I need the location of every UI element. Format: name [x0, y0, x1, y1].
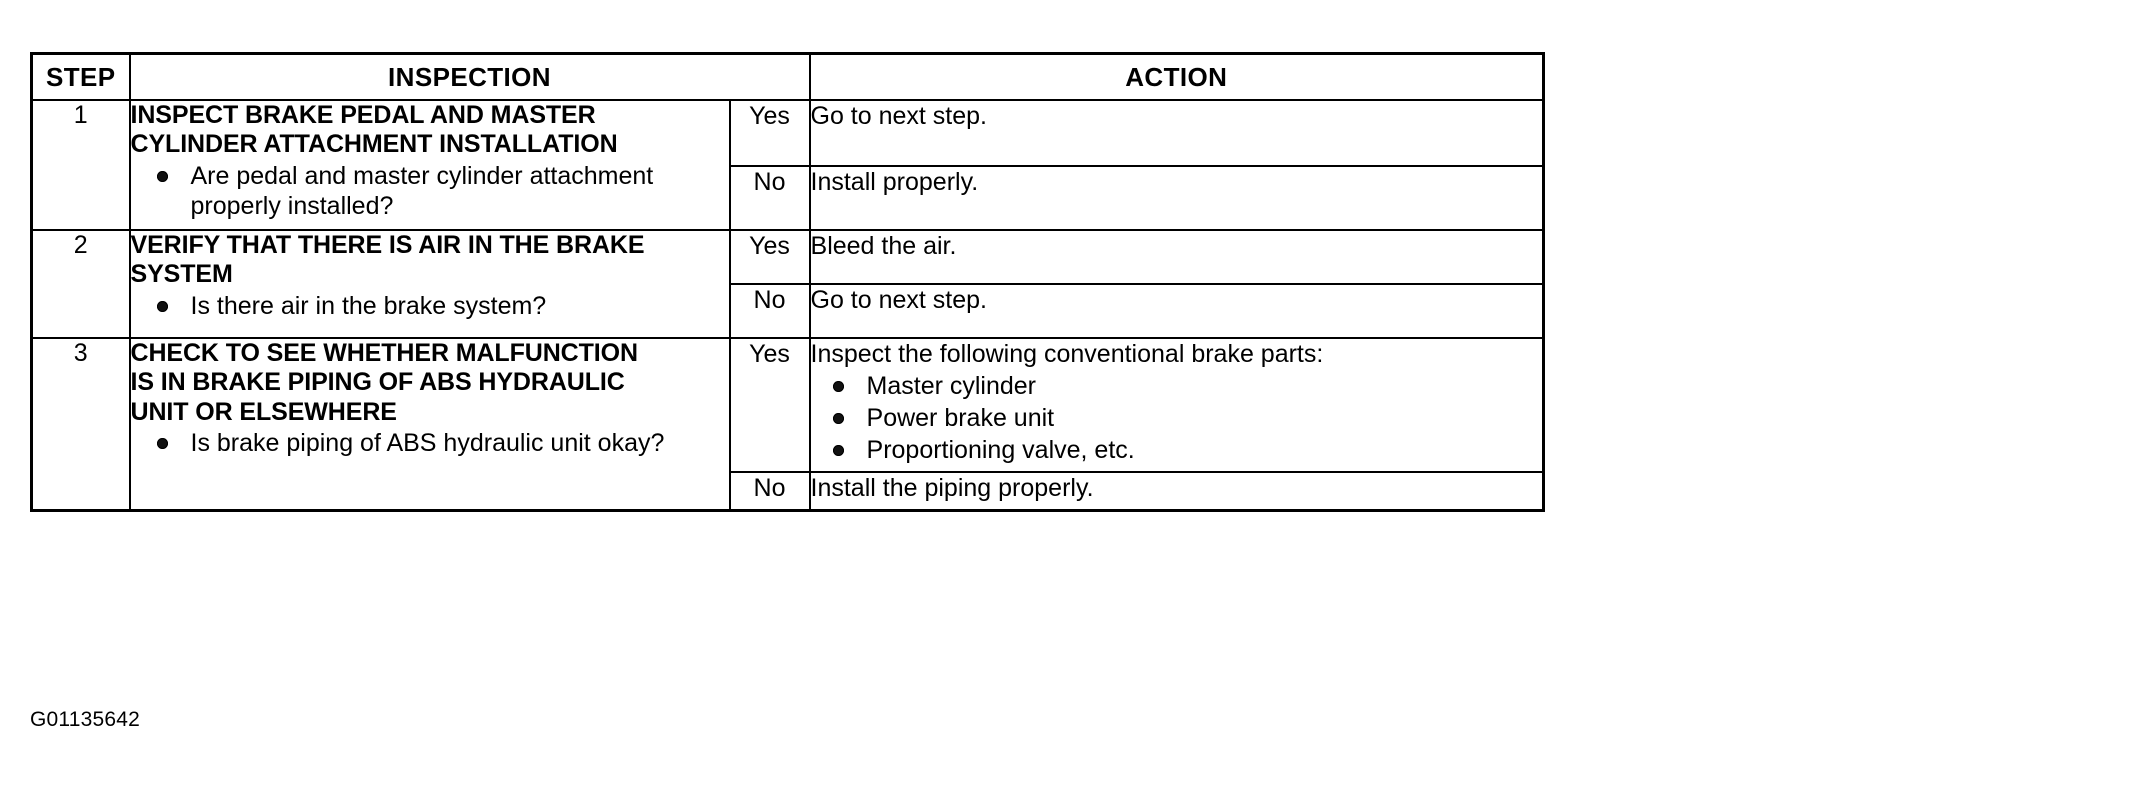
outcome-label-yes: Yes	[728, 99, 811, 167]
inspection-title: CHECK TO SEE WHETHER MALFUNCTION IS IN B…	[131, 339, 729, 427]
outcome-label-yes: Yes	[728, 337, 811, 473]
step-number: 2	[30, 229, 131, 339]
bullet-icon	[832, 445, 844, 456]
step-number: 1	[30, 99, 131, 231]
outcome-label-no: No	[728, 471, 811, 512]
action-text: Install properly.	[810, 168, 979, 196]
list-item-label: Proportioning valve, etc.	[866, 436, 1135, 464]
table-row: No Install the piping properly.	[32, 471, 1545, 512]
table-row: 3 CHECK TO SEE WHETHER MALFUNCTION IS IN…	[30, 337, 1545, 512]
list-item-label: Is brake piping of ABS hydraulic unit ok…	[190, 428, 665, 457]
outcome-label-no: No	[728, 283, 811, 339]
bullet-icon	[832, 413, 844, 424]
outcome-label-yes: Yes	[728, 229, 811, 285]
bullet-icon	[832, 381, 844, 392]
table-header-row: STEP INSPECTION ACTION	[30, 52, 1545, 101]
inspection-title-line: UNIT OR ELSEWHERE	[130, 397, 397, 426]
column-header-inspection: INSPECTION	[128, 52, 811, 101]
inspection-cell: CHECK TO SEE WHETHER MALFUNCTION IS IN B…	[128, 337, 731, 512]
action-text: Go to next step.	[810, 286, 988, 314]
figure-caption: G01135642	[30, 708, 141, 731]
list-item-label: Power brake unit	[866, 404, 1055, 432]
table-row: No Go to next step.	[32, 283, 1545, 339]
list-item: Is brake piping of ABS hydraulic unit ok…	[156, 428, 729, 458]
table-row: 2 VERIFY THAT THERE IS AIR IN THE BRAKE …	[30, 229, 1545, 339]
action-cell: Install properly.	[808, 165, 1545, 231]
bullet-icon	[156, 300, 168, 312]
inspection-cell: INSPECT BRAKE PEDAL AND MASTER CYLINDER …	[128, 99, 731, 231]
action-text: Install the piping properly.	[810, 474, 1094, 502]
action-text: Inspect the following conventional brake…	[810, 340, 1324, 368]
inspection-bullet-list: Is brake piping of ABS hydraulic unit ok…	[131, 428, 729, 458]
inspection-bullet-list: Is there air in the brake system?	[131, 291, 729, 321]
inspection-title-line: VERIFY THAT THERE IS AIR IN THE BRAKE	[130, 231, 645, 259]
inspection-title: INSPECT BRAKE PEDAL AND MASTER CYLINDER …	[131, 101, 729, 160]
action-cell: Install the piping properly.	[808, 471, 1545, 512]
column-header-step: STEP	[30, 52, 131, 101]
diagnostic-table: STEP INSPECTION ACTION 1 INSPECT BRAKE P…	[30, 52, 1546, 512]
bullet-icon	[156, 437, 168, 449]
inspection-bullet-list: Are pedal and master cylinder attachment…	[131, 161, 729, 221]
list-item-label: Master cylinder	[866, 372, 1037, 400]
inspection-title-line: CHECK TO SEE WHETHER MALFUNCTION	[130, 339, 639, 367]
action-cell: Go to next step.	[808, 283, 1545, 339]
list-item: Proportioning valve, etc.	[832, 435, 1543, 465]
bullet-icon	[156, 170, 168, 182]
list-item: Is there air in the brake system?	[156, 291, 729, 321]
list-item-label: Is there air in the brake system?	[190, 291, 547, 320]
inspection-title-line: CYLINDER ATTACHMENT INSTALLATION	[130, 130, 618, 159]
list-item: Master cylinder	[832, 371, 1543, 401]
list-item: Are pedal and master cylinder attachment…	[156, 161, 729, 221]
list-item-label: Are pedal and master cylinder attachment…	[190, 161, 654, 220]
inspection-title-line: IS IN BRAKE PIPING OF ABS HYDRAULIC	[130, 368, 625, 397]
column-header-action: ACTION	[808, 52, 1545, 101]
inspection-title-line: INSPECT BRAKE PEDAL AND MASTER	[130, 101, 596, 129]
outcome-label-no: No	[728, 165, 811, 231]
inspection-title: VERIFY THAT THERE IS AIR IN THE BRAKE SY…	[131, 231, 729, 290]
action-cell: Bleed the air.	[808, 229, 1545, 285]
action-text: Bleed the air.	[810, 232, 957, 260]
table-row: 1 INSPECT BRAKE PEDAL AND MASTER CYLINDE…	[30, 99, 1545, 231]
action-cell: Inspect the following conventional brake…	[808, 337, 1545, 473]
action-text: Go to next step.	[810, 102, 988, 130]
list-item: Power brake unit	[832, 403, 1543, 433]
step-number: 3	[30, 337, 131, 512]
table-row: No Install properly.	[32, 165, 1545, 231]
inspection-title-line: SYSTEM	[130, 260, 233, 289]
inspection-cell: VERIFY THAT THERE IS AIR IN THE BRAKE SY…	[128, 229, 731, 339]
action-bullet-list: Master cylinder Power brake unit Proport…	[811, 371, 1543, 465]
action-cell: Go to next step.	[808, 99, 1545, 167]
